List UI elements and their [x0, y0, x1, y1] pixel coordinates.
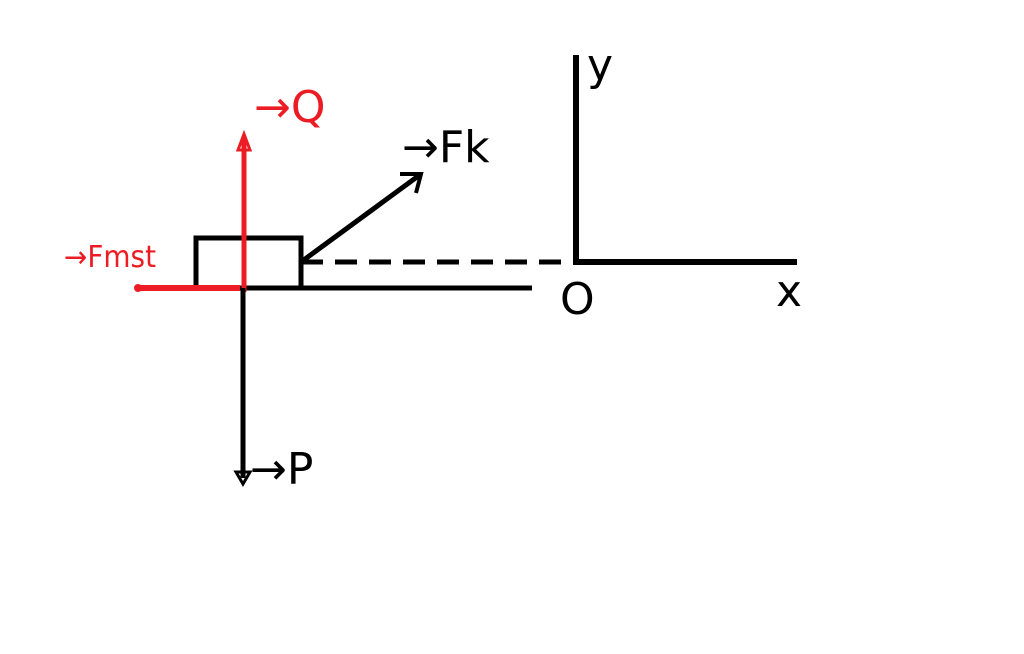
fk-arrow-head	[400, 172, 424, 194]
y-axis-label: y	[587, 40, 613, 91]
block	[193, 235, 304, 291]
x-axis-label: x	[776, 266, 802, 317]
origin-label: O	[560, 274, 595, 325]
q-arrow-head	[235, 129, 253, 152]
fk-force-arrow	[299, 171, 423, 265]
fk-force-label: →Fk	[402, 122, 490, 173]
p-arrow-head	[233, 470, 253, 487]
friction-arrow-tip	[134, 284, 142, 292]
p-force-label: →P	[250, 444, 313, 495]
q-force-label: →Q	[254, 82, 326, 133]
friction-force-label: →Fmst	[64, 240, 156, 275]
